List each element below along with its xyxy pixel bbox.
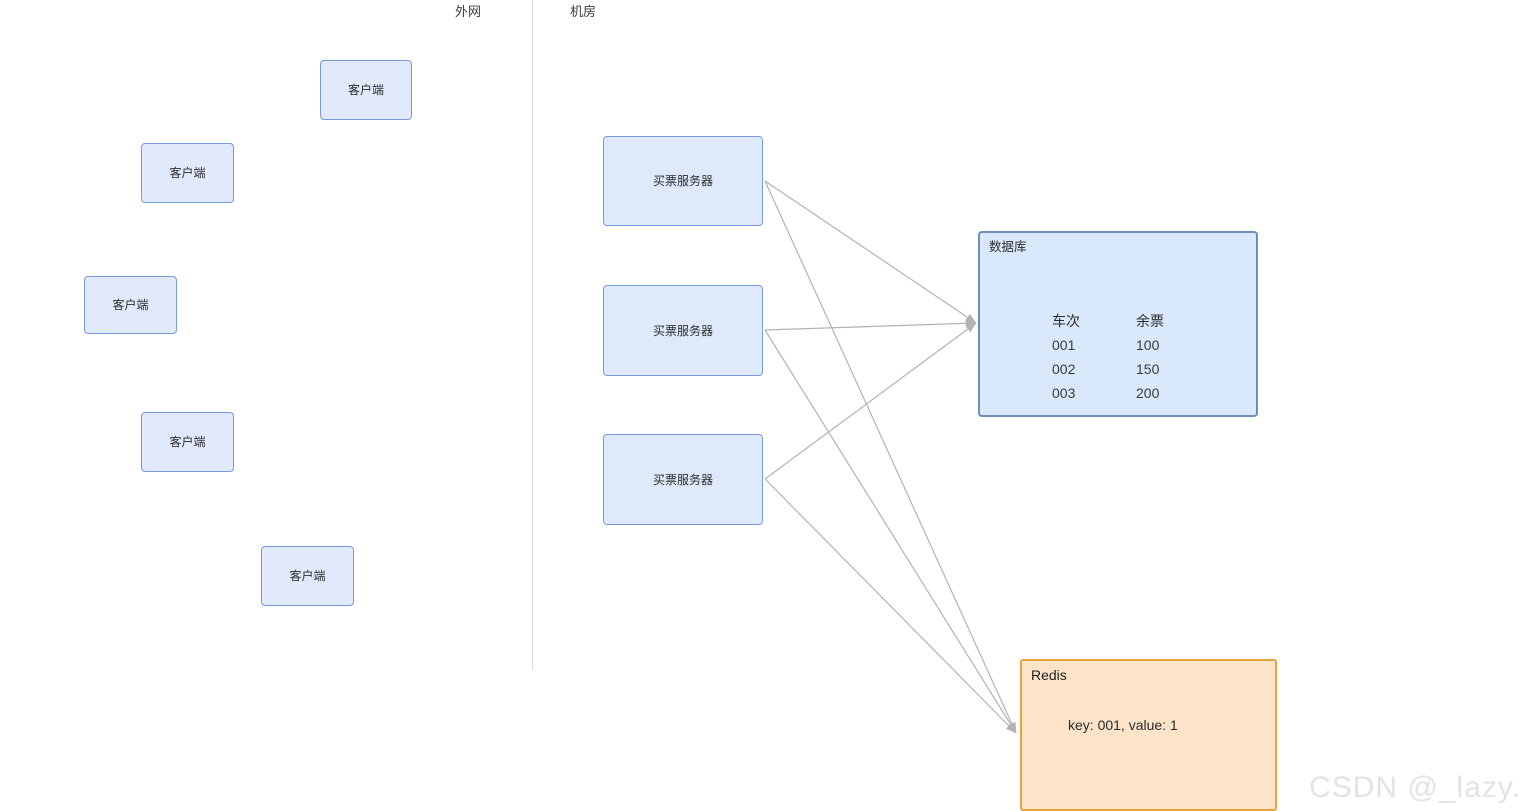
server-2-to-database bbox=[764, 319, 977, 331]
cell-train-no: 002 bbox=[1052, 361, 1076, 377]
redis-key-value-entry: key: 001, value: 1 bbox=[1068, 717, 1178, 733]
ticket-server-node-3-label: 买票服务器 bbox=[652, 472, 713, 487]
cell-remaining-tickets: 150 bbox=[1136, 361, 1160, 377]
client-node-2-label: 客户端 bbox=[169, 165, 206, 180]
table-header-train-no: 车次 bbox=[1052, 313, 1080, 329]
zone-label-external-network: 外网 bbox=[455, 4, 482, 19]
client-node-3[interactable]: 客户端 bbox=[84, 276, 177, 334]
client-node-2[interactable]: 客户端 bbox=[141, 143, 234, 203]
server-3-to-redis bbox=[764, 478, 1017, 734]
ticket-server-node-1-label: 买票服务器 bbox=[652, 173, 713, 188]
table-header-row: 车次 余票 bbox=[1052, 311, 1164, 335]
zone-divider bbox=[532, 0, 533, 670]
server-3-to-database bbox=[764, 322, 977, 480]
client-node-5-label: 客户端 bbox=[289, 568, 326, 583]
table-header-remaining-tickets: 余票 bbox=[1136, 313, 1164, 329]
table-row: 002 150 bbox=[1052, 359, 1164, 383]
database-node-title: 数据库 bbox=[989, 240, 1027, 254]
table-row: 001 100 bbox=[1052, 335, 1164, 359]
client-node-1-label: 客户端 bbox=[347, 82, 384, 97]
csdn-watermark: CSDN @_lazy. bbox=[1309, 771, 1521, 804]
table-row: 003 200 bbox=[1052, 383, 1164, 407]
cell-remaining-tickets: 200 bbox=[1136, 385, 1160, 401]
cell-remaining-tickets: 100 bbox=[1136, 337, 1160, 353]
database-node[interactable]: 数据库 车次 余票 001 100 002 150 003 2 bbox=[978, 231, 1258, 417]
zone-label-data-center: 机房 bbox=[570, 4, 597, 19]
ticket-server-node-2[interactable]: 买票服务器 bbox=[603, 285, 763, 376]
ticket-server-node-3[interactable]: 买票服务器 bbox=[603, 434, 763, 525]
database-ticket-table: 车次 余票 001 100 002 150 003 200 bbox=[1052, 311, 1164, 407]
redis-node-title: Redis bbox=[1031, 667, 1067, 683]
redis-node[interactable]: Redis key: 001, value: 1 bbox=[1020, 659, 1277, 811]
ticket-server-node-1[interactable]: 买票服务器 bbox=[603, 136, 763, 226]
client-node-5[interactable]: 客户端 bbox=[261, 546, 354, 606]
cell-train-no: 003 bbox=[1052, 385, 1076, 401]
ticket-server-node-2-label: 买票服务器 bbox=[652, 323, 713, 338]
client-node-3-label: 客户端 bbox=[112, 297, 149, 312]
client-node-1[interactable]: 客户端 bbox=[320, 60, 412, 120]
cell-train-no: 001 bbox=[1052, 337, 1076, 353]
client-node-4-label: 客户端 bbox=[169, 434, 206, 449]
server-1-to-database bbox=[764, 180, 977, 324]
client-node-4[interactable]: 客户端 bbox=[141, 412, 234, 472]
